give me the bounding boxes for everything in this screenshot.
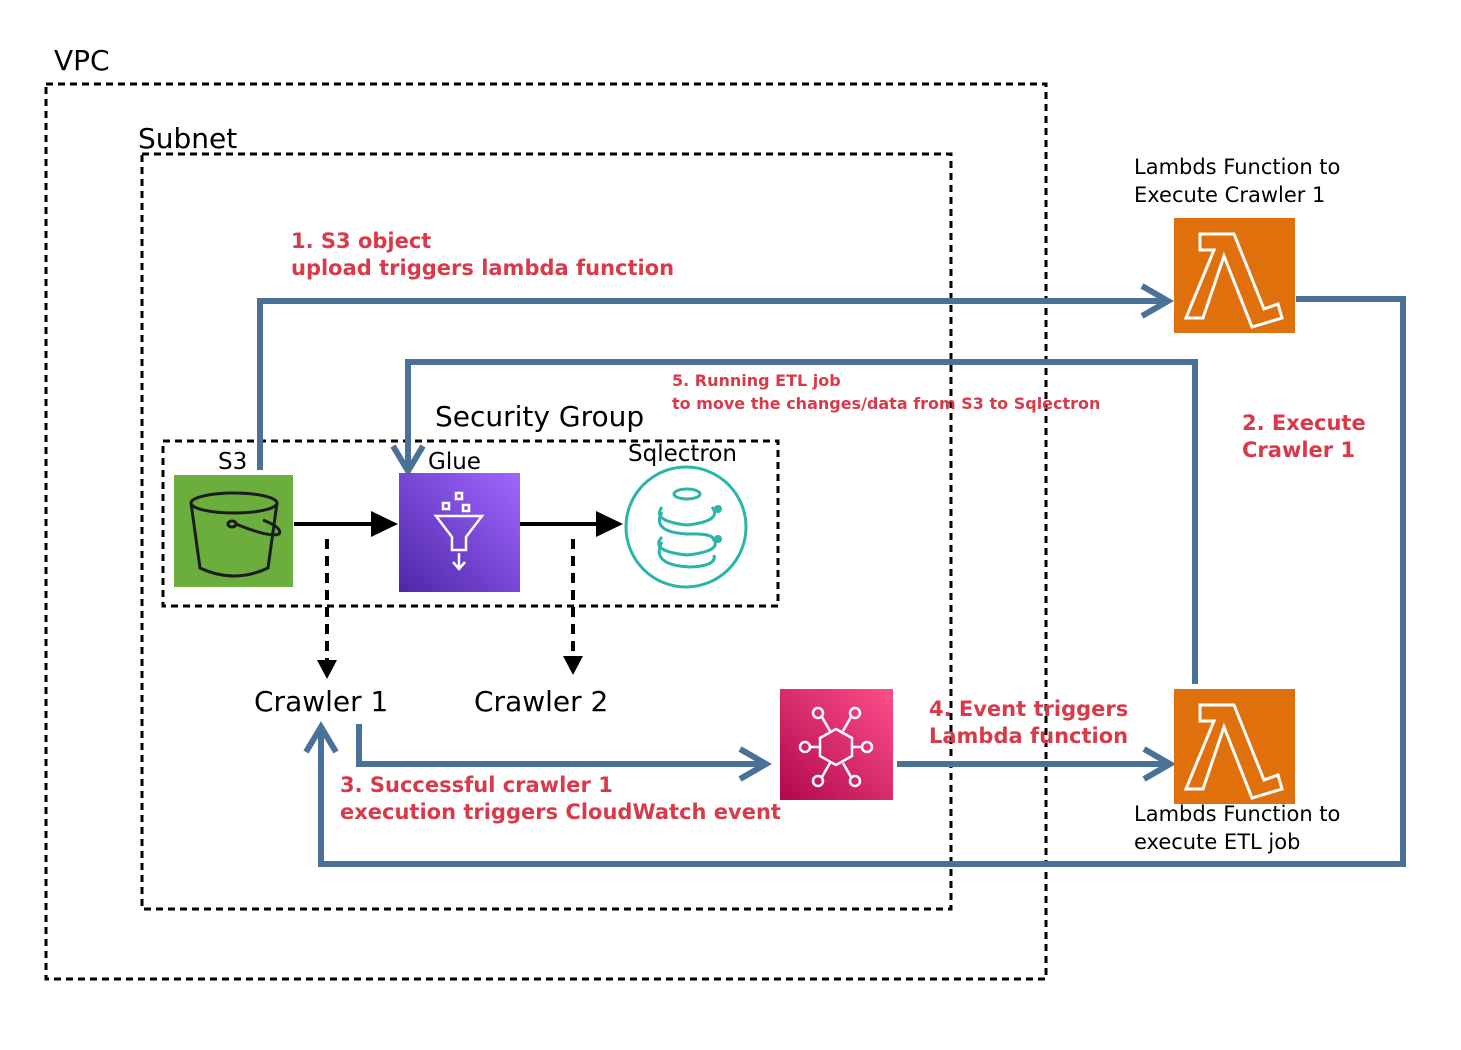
arrowhead-step1 (1140, 283, 1175, 319)
arrowhead-step2 (303, 721, 339, 754)
arrowhead-to-crawler2 (563, 656, 583, 675)
arrowhead-step5 (390, 444, 426, 477)
arrowhead-step4 (1142, 746, 1177, 782)
step2-line1: 2. Execute (1242, 411, 1366, 435)
lambda-crawler-title: Lambds Function to Execute Crawler 1 (1134, 154, 1340, 210)
lambda-crawler-title-line2: Execute Crawler 1 (1134, 182, 1326, 207)
arrowhead-to-crawler1 (317, 660, 337, 679)
step3-line2: execution triggers CloudWatch event (340, 799, 781, 824)
lambda-etl-title: Lambds Function to execute ETL job (1134, 801, 1340, 857)
step2-annotation: 2. Execute Crawler 1 (1242, 410, 1366, 464)
step4-annotation: 4. Event triggers Lambda function (929, 696, 1128, 750)
crawler1-label: Crawler 1 (254, 685, 389, 718)
arrow-step2-lambda-to-crawler1 (318, 296, 1406, 867)
lambda-etl-title-line2: execute ETL job (1134, 829, 1301, 854)
security-group-label: Security Group (435, 400, 645, 433)
step5-line1: 5. Running ETL job (672, 371, 841, 390)
lambda-crawler-title-line1: Lambds Function to (1134, 155, 1341, 179)
step4-line1: 4. Event triggers (929, 697, 1129, 721)
sqlectron-logo-icon (624, 465, 748, 589)
step2-line2: Crawler 1 (1242, 437, 1356, 462)
security-group-boundary (161, 439, 780, 608)
lambda-icon (1174, 218, 1295, 333)
s3-bucket-icon (174, 475, 293, 587)
arrowhead-glue-to-sqlectron (596, 511, 623, 537)
step1-line2: upload triggers lambda function (291, 255, 675, 280)
arrow-step1-s3-to-lambda (257, 298, 1166, 470)
glue-funnel-icon (399, 473, 520, 592)
step3-annotation: 3. Successful crawler 1 execution trigge… (340, 772, 781, 826)
subnet-label: Subnet (138, 122, 238, 155)
arrowhead-step3 (738, 746, 773, 782)
data-arrows (294, 511, 623, 679)
eventbridge-icon (780, 689, 893, 800)
arrowhead-s3-to-glue (371, 511, 398, 537)
vpc-boundary (44, 82, 1048, 981)
step1-annotation: 1. S3 object upload triggers lambda func… (291, 228, 674, 282)
sqlectron-label: Sqlectron (628, 441, 738, 467)
arrow-step5-lambda-to-glue (405, 359, 1198, 684)
step5-line2: to move the changes/data from S3 to Sqle… (672, 394, 1101, 414)
step5-annotation: 5. Running ETL job to move the changes/d… (672, 369, 1100, 415)
step1-line1: 1. S3 object (291, 229, 432, 253)
lambda-icon (1174, 689, 1295, 804)
step4-line2: Lambda function (929, 723, 1129, 748)
arrow-step3-crawler1-to-event (356, 724, 764, 767)
vpc-label: VPC (54, 44, 110, 77)
lambda-etl-title-line1: Lambds Function to (1134, 802, 1341, 826)
subnet-boundary (140, 152, 953, 911)
glue-label: Glue (428, 449, 481, 475)
flow-arrows (257, 283, 1406, 867)
step3-line1: 3. Successful crawler 1 (340, 773, 613, 797)
s3-label: S3 (218, 449, 248, 475)
crawler2-label: Crawler 2 (474, 685, 609, 718)
